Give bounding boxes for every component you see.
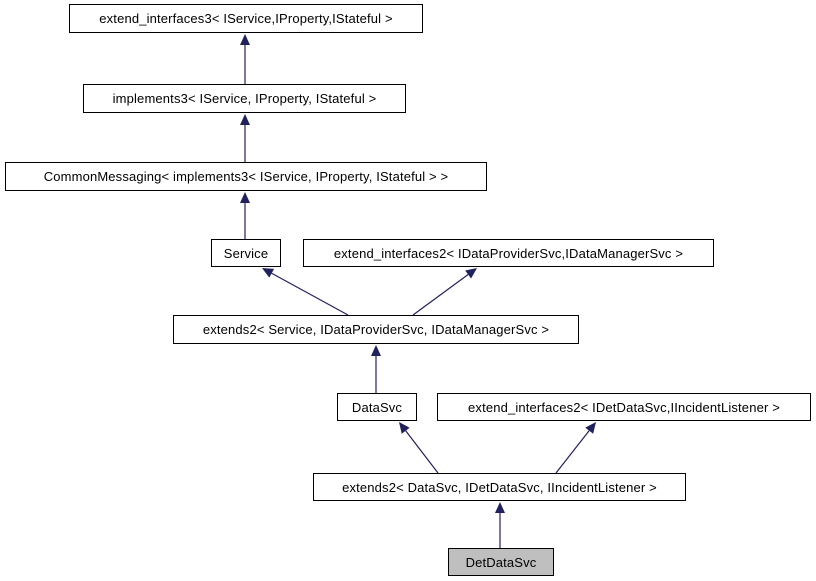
class-node-label: implements3< IService, IProperty, IState…: [112, 91, 377, 106]
arrowhead-icon: [465, 268, 477, 279]
inheritance-edge: [555, 422, 596, 474]
arrowhead-icon: [495, 502, 505, 513]
arrowhead-icon: [371, 345, 381, 356]
arrowhead-icon: [585, 422, 596, 434]
class-node-label: extend_interfaces3< IService,IProperty,I…: [99, 11, 393, 26]
arrowhead-icon: [240, 114, 250, 125]
arrowhead-icon: [399, 422, 410, 434]
class-node-label: extend_interfaces2< IDetDataSvc,IInciden…: [468, 399, 780, 415]
class-node-label: Service: [223, 245, 269, 261]
class-node-service[interactable]: Service: [211, 239, 281, 267]
class-node-extend_interfaces2_det[interactable]: extend_interfaces2< IDetDataSvc,IInciden…: [437, 393, 811, 421]
inheritance-edge: [240, 114, 250, 162]
class-node-label: DataSvc: [351, 399, 403, 415]
arrowhead-icon: [240, 34, 250, 45]
inheritance-edge: [412, 268, 477, 316]
class-node-implements3[interactable]: implements3< IService, IProperty, IState…: [83, 84, 406, 113]
inheritance-edge: [495, 502, 505, 548]
arrowhead-icon: [240, 192, 250, 203]
inheritance-edge: [262, 268, 349, 316]
class-node-label: extends2< DataSvc, IDetDataSvc, IInciden…: [342, 479, 657, 495]
class-node-extend_interfaces2_data[interactable]: extend_interfaces2< IDataProviderSvc,IDa…: [303, 239, 714, 267]
class-node-common_messaging[interactable]: CommonMessaging< implements3< IService, …: [5, 162, 487, 191]
class-node-label: CommonMessaging< implements3< IService, …: [43, 169, 449, 184]
class-node-datasvc[interactable]: DataSvc: [337, 393, 417, 421]
class-node-extends2_datasvc[interactable]: extends2< DataSvc, IDetDataSvc, IInciden…: [313, 473, 686, 501]
class-node-label: DetDataSvc: [465, 554, 537, 570]
class-node-label: extends2< Service, IDataProviderSvc, IDa…: [202, 322, 550, 337]
class-node-extend_interfaces3[interactable]: extend_interfaces3< IService,IProperty,I…: [69, 4, 423, 33]
inheritance-edge: [399, 422, 439, 474]
class-node-extends2_service[interactable]: extends2< Service, IDataProviderSvc, IDa…: [173, 315, 579, 344]
class-node-label: extend_interfaces2< IDataProviderSvc,IDa…: [333, 245, 684, 261]
class-node-detdatasvc[interactable]: DetDataSvc: [448, 548, 554, 576]
inheritance-edge: [240, 192, 250, 239]
inheritance-edge: [240, 34, 250, 84]
inheritance-edge: [371, 345, 381, 393]
arrowhead-icon: [262, 268, 275, 278]
